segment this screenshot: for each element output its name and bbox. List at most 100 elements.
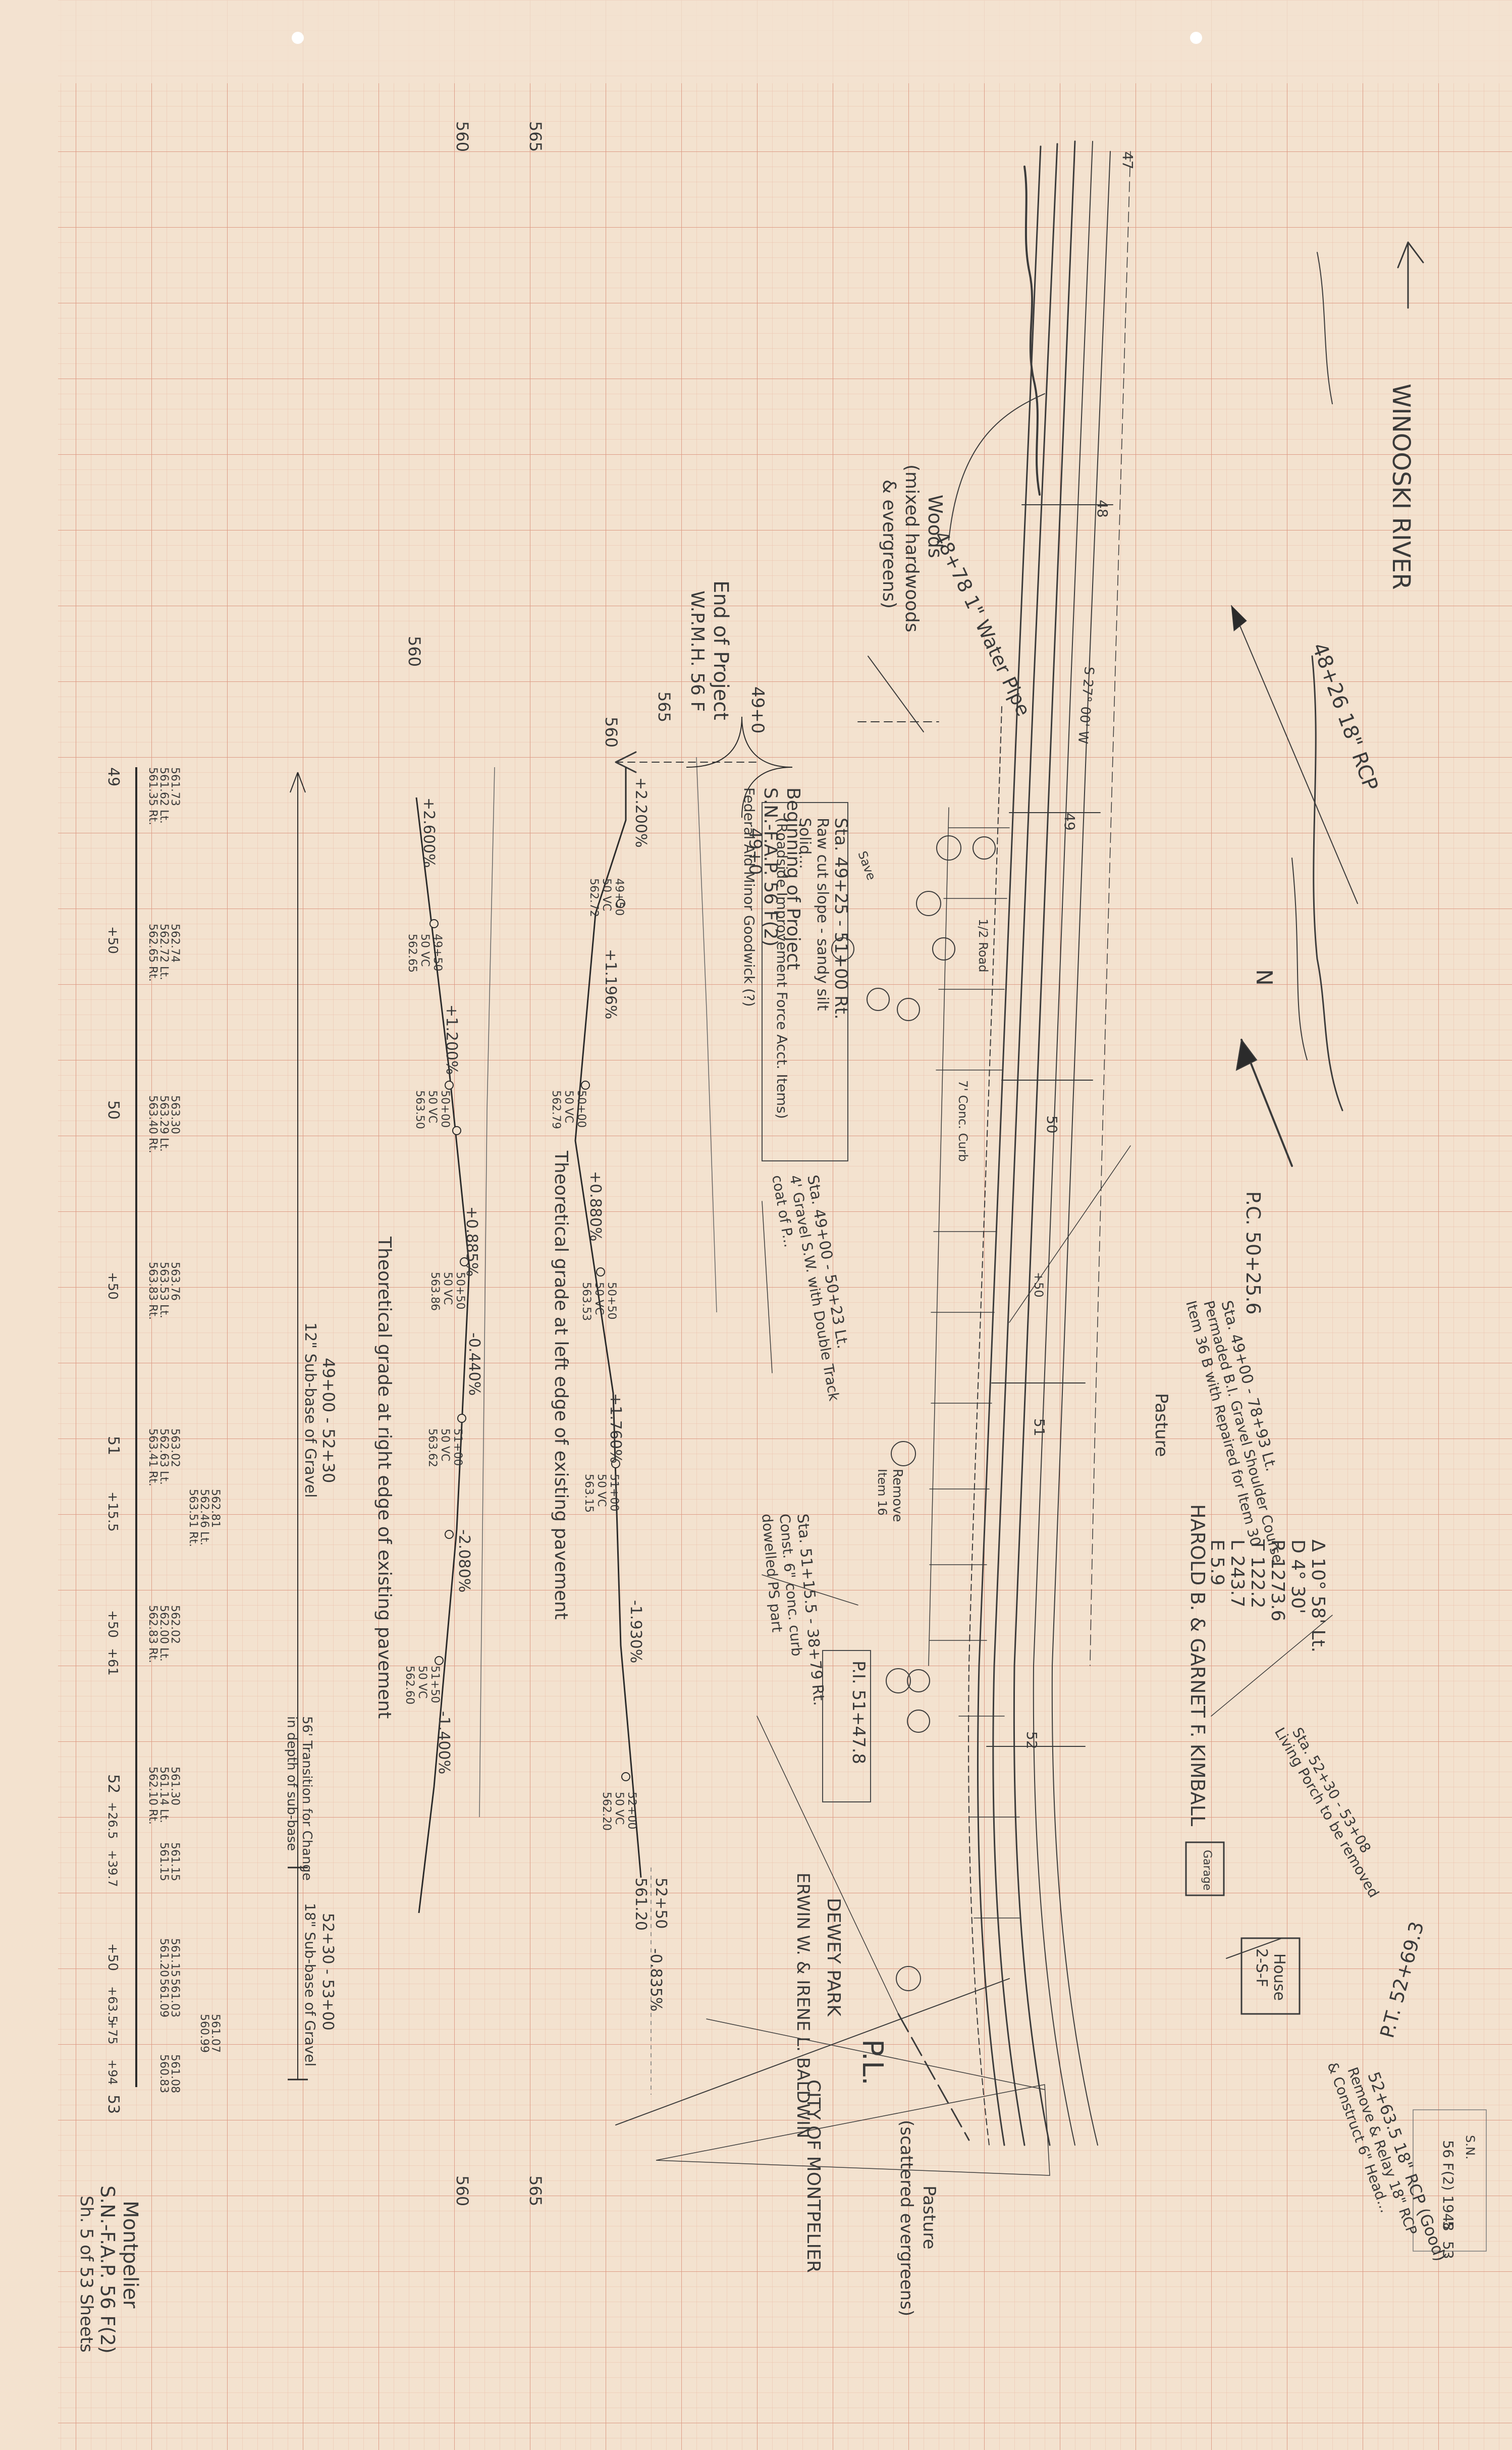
profile-linework: [135, 716, 793, 2095]
drawing-label: 560.99: [198, 2014, 210, 2053]
woods-line-1: Woods: [924, 495, 946, 558]
drawing-label: 561.15: [157, 1842, 170, 1881]
drawing-label: (Roadside Improvement Force Acct. Items): [774, 818, 790, 1119]
drawing-label: 50+00: [439, 1090, 451, 1128]
drawing-label: 50 VC: [595, 1474, 608, 1507]
drawing-label: 563.86: [428, 1272, 441, 1311]
drawing-label: 561.20: [157, 1938, 170, 1977]
drawing-label: +50: [1032, 1272, 1046, 1298]
drawing-label: 51+50: [428, 1666, 441, 1703]
drawing-label: 562.81: [209, 1489, 222, 1528]
drawing-label: 52: [104, 1774, 122, 1793]
drawing-label: 563.30: [169, 1095, 181, 1134]
drawing-label: +94: [105, 2059, 120, 2085]
drawing-label: 561.09: [157, 1979, 170, 2017]
drawing-label: +50: [105, 1272, 120, 1300]
drawing-label: 50 VC: [426, 1090, 439, 1123]
drawing-label: -0.835%: [647, 1948, 665, 2011]
drawing-label: 563.53 Lt.: [157, 1262, 170, 1318]
drawing-label: 562.20: [600, 1792, 613, 1831]
left-margin: [0, 0, 58, 2450]
drawing-label: 563.50: [413, 1090, 426, 1129]
drawing-label: 53: [1440, 2241, 1456, 2259]
drawing-label: +75: [105, 2019, 120, 2045]
drawing-label: 560: [602, 717, 621, 748]
drawing-label: 563.83 Rt.: [146, 1262, 159, 1320]
drawing-label: 563.40 Rt.: [146, 1095, 159, 1153]
drawing-label: +26.5: [105, 1802, 120, 1839]
drawing-label: -2.080%: [455, 1529, 473, 1592]
drawing-label: 49: [1061, 813, 1078, 831]
drawing-label: 51: [104, 1436, 122, 1455]
garage-building: [1185, 1841, 1225, 1896]
drawing-label: 561.30: [169, 1767, 181, 1805]
drawing-label: E 5.9: [1207, 1539, 1227, 1585]
drawing-label: +50: [105, 926, 120, 954]
drawing-label: Theoretical grade at left edge of existi…: [551, 1150, 571, 1620]
drawing-label: 562.00 Lt.: [157, 1605, 170, 1662]
drawing-label: 52+00: [625, 1792, 638, 1829]
drawing-label: 563.51 Rt.: [187, 1489, 199, 1547]
drawing-label: 562.10 Rt.: [146, 1767, 159, 1825]
station-49-top: 49+0: [747, 686, 768, 733]
drawing-label: 50 VC: [416, 1666, 428, 1698]
drawing-label: 563.76: [169, 1262, 181, 1301]
baseline-elevations: 561.73 561.62 Lt. 561.35 Rt. 562.74 562.…: [146, 767, 222, 2093]
drawing-label: 562.65 Rt.: [146, 924, 159, 982]
subbase-a-2: 12" Sub-base of Gravel: [301, 1322, 319, 1498]
drawing-label: -1.400%: [435, 1711, 453, 1774]
drawing-label: 560.83: [157, 2054, 170, 2093]
remove-label: Remove: [890, 1469, 905, 1522]
subbase-transition-2: in depth of sub-base: [284, 1716, 299, 1851]
subbase-b-2: 18" Sub-base of Gravel: [302, 1903, 318, 2066]
drawing-label: 561.15: [169, 1938, 181, 1977]
house-label-2: 2-S-F: [1253, 1948, 1270, 1987]
drawing-label: 563.02: [169, 1428, 181, 1467]
drawing-label: +50: [105, 1943, 120, 1971]
pl-label: P.L.: [856, 2039, 889, 2086]
drawing-label: +63.5: [105, 1986, 120, 2023]
drawing-label: 50+50: [605, 1282, 618, 1319]
drawing-label: 50: [104, 1100, 122, 1120]
drawing-label: 50 VC: [600, 878, 613, 911]
pc-label: P.C. 50+25.6: [1242, 1191, 1264, 1315]
drawing-label: 560: [405, 636, 424, 667]
drawing-label: 562.83 Rt.: [146, 1605, 159, 1663]
drawing-label: 51+00: [451, 1428, 464, 1466]
drawing-label: 5: [1440, 2221, 1456, 2230]
garage-label: Garage: [1201, 1850, 1213, 1891]
drawing-label: 561.20: [632, 1878, 650, 1931]
north-label: N: [1251, 969, 1277, 986]
half-road-label: 1/2 Road: [976, 919, 990, 972]
drawing-label: Theoretical grade at right edge of exist…: [374, 1236, 395, 1719]
dewey-park: DEWEY PARK: [823, 1898, 844, 2017]
title-project: S.N.-F.A.P. 56 F(2): [96, 2186, 119, 2354]
drawing-label: 562.72: [587, 878, 600, 917]
station-49-bottom: 49+0: [745, 828, 765, 875]
drawing-label: 561.07: [209, 2014, 222, 2053]
end-of-project-1: End of Project: [709, 580, 732, 720]
drawing-label: +61: [105, 1648, 120, 1676]
drawing-label: +50: [105, 1610, 120, 1638]
drawing-label: 561.62 Lt.: [157, 767, 170, 824]
city-montpelier: CITY OF MONTPELIER: [803, 2080, 824, 2273]
drawing-label: 50 VC: [613, 1792, 625, 1825]
drawing-label: 562.46 Lt.: [198, 1489, 210, 1546]
top-margin: [0, 0, 1512, 83]
woods-line-2: (mixed hardwoods: [901, 464, 922, 632]
pasture-top: Pasture: [1151, 1393, 1171, 1457]
drawing-label: P.I. 51+47.8: [848, 1661, 869, 1764]
baseline-stations: 49 +50 50 +50 51 +15.5 +50 +61 52 +26.5 …: [104, 767, 122, 2114]
drawing-label: 562.72 Lt.: [157, 924, 170, 980]
drawing-label: 565: [526, 121, 545, 152]
drawing-label: 52+50: [652, 1878, 670, 1929]
beginning-of-project-3: Federal Aid Minor Goodwick (?): [741, 787, 758, 1007]
drawing-label: 562.74: [169, 924, 181, 963]
subbase-a-1: 49+00 - 52+30: [319, 1358, 338, 1483]
drawing-label: 49: [104, 767, 122, 786]
drawing-label: 561.15: [169, 1842, 181, 1881]
drawing-label: 565: [655, 691, 674, 722]
drawing-label: 50: [1044, 1115, 1060, 1134]
drawing-label: 560: [453, 2175, 472, 2206]
subbase-b-1: 52+30 - 53+00: [319, 1913, 337, 2031]
